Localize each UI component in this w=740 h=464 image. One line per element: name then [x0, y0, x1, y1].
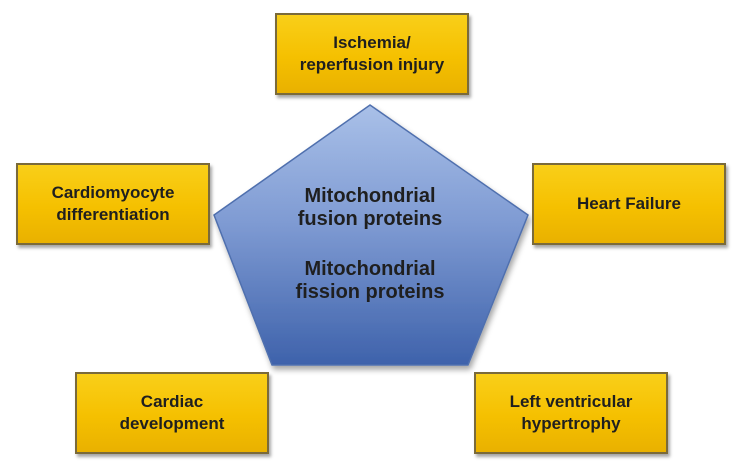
box-cardiomyocyte-differentiation-label: Cardiomyocyte differentiation [51, 183, 175, 224]
center-label-fusion-text: Mitochondrial fusion proteins [297, 185, 443, 230]
center-label-fission: Mitochondrial fission proteins [220, 258, 520, 304]
box-left-ventricular-hypertrophy-label: Left ventricular hypertrophy [509, 392, 633, 433]
box-cardiomyocyte-differentiation: Cardiomyocyte differentiation [16, 163, 210, 245]
box-heart-failure-label: Heart Failure [577, 194, 681, 213]
center-label-fusion: Mitochondrial fusion proteins [220, 185, 520, 231]
box-ischemia-reperfusion-label: Ischemia/ reperfusion injury [299, 33, 445, 74]
box-heart-failure: Heart Failure [532, 163, 726, 245]
box-cardiac-development-label: Cardiac development [119, 392, 225, 433]
box-ischemia-reperfusion: Ischemia/ reperfusion injury [275, 13, 469, 95]
box-left-ventricular-hypertrophy: Left ventricular hypertrophy [474, 372, 668, 454]
box-cardiac-development: Cardiac development [75, 372, 269, 454]
center-pentagon [213, 104, 529, 366]
center-label-fission-text: Mitochondrial fission proteins [295, 258, 445, 303]
